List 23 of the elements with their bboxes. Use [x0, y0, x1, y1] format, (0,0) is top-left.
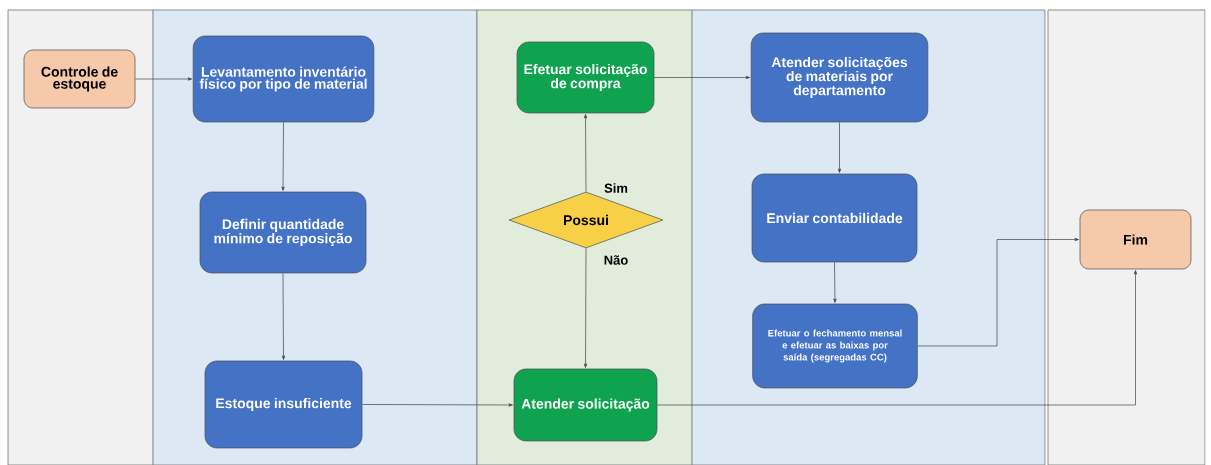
process-box: Definir quantidade mínimo de reposição	[199, 191, 367, 274]
arrow	[837, 122, 842, 173]
arrow	[362, 403, 513, 407]
arrow	[281, 273, 286, 360]
arrow	[657, 270, 1138, 406]
terminal-box: Fim	[1079, 209, 1192, 270]
arrow	[281, 122, 285, 191]
process-box: Atender solicitações de materiais por departamento	[750, 32, 929, 123]
arrow	[833, 262, 837, 303]
process-box: Efetuar o fechamento mensal e efetuar as baixas por saída (segregadas CC)	[752, 303, 918, 389]
arrow	[135, 77, 193, 81]
terminal-box: Controle de estoque	[23, 49, 136, 109]
arrow	[583, 248, 588, 368]
arrow	[917, 237, 1079, 347]
process-box: Efetuar solicitação de compra	[516, 41, 655, 114]
process-box: Estoque insuficiente	[204, 360, 363, 449]
process-box: Enviar contabilidade	[751, 173, 918, 263]
process-box: Levantamento inventário físico por tipo de material	[192, 35, 375, 123]
arrow	[583, 114, 588, 192]
edge-label: Sim	[603, 182, 629, 194]
arrow	[654, 75, 751, 80]
edge-label: Não	[602, 254, 630, 266]
process-box: Atender solicitação	[513, 368, 658, 442]
